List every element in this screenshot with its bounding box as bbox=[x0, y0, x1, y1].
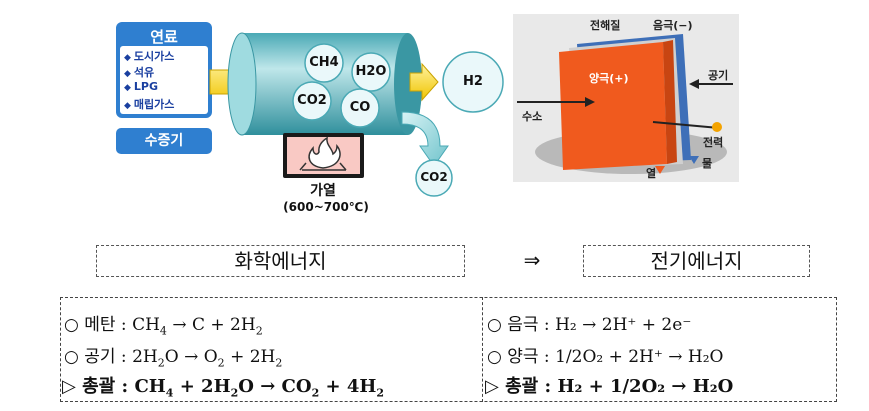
co2-circle bbox=[415, 159, 453, 197]
fuel-item: ◆도시가스 bbox=[124, 50, 175, 63]
molecule-circle bbox=[292, 81, 332, 121]
conversion-arrow-icon: ⇒ bbox=[523, 248, 541, 272]
heat-label: 가열 bbox=[310, 183, 336, 199]
power-bulb-icon bbox=[712, 122, 722, 132]
heat-marker-icon bbox=[655, 166, 665, 174]
temperature-label: (600~700℃) bbox=[283, 200, 369, 214]
overall-cell-equation: ▷ 총괄 : H₂ + 1/2O₂ → H₂O bbox=[485, 376, 734, 397]
diamond-bullet-icon: ◆ bbox=[124, 53, 131, 63]
equation-divider bbox=[482, 297, 483, 402]
fuel-title: 연료 bbox=[150, 28, 178, 46]
molecule-circle bbox=[351, 52, 391, 92]
h2-circle bbox=[442, 51, 504, 113]
molecule-circle bbox=[304, 43, 344, 83]
fuel-item: ◆매립가스 bbox=[124, 98, 175, 111]
chemical-energy-box: 화학에너지 bbox=[96, 245, 465, 277]
fuel-item: ◆석유 bbox=[124, 66, 155, 79]
steam-label: 수증기 bbox=[116, 128, 212, 154]
fuel-cell-diagram bbox=[517, 34, 733, 174]
air-label: 공기 bbox=[708, 69, 729, 82]
co2-label: CO2 bbox=[420, 170, 448, 184]
fuel-list: ◆도시가스 ◆석유 ◆LPG ◆매립가스 bbox=[120, 46, 208, 114]
air-arrow-icon bbox=[689, 79, 699, 89]
water-marker-icon bbox=[689, 156, 699, 164]
power-label: 전력 bbox=[703, 136, 724, 149]
heat-output-label: 열 bbox=[646, 167, 657, 180]
water-output-label: 물 bbox=[702, 157, 713, 170]
methane-equation: ○ 메탄 : CH4 → C + 2H2 bbox=[64, 315, 263, 338]
h2-label: H2 bbox=[463, 74, 483, 89]
diamond-bullet-icon: ◆ bbox=[124, 101, 131, 111]
curved-arrow-icon bbox=[401, 111, 449, 167]
hydrogen-label: 수소 bbox=[522, 110, 543, 123]
anode-plate bbox=[559, 42, 667, 170]
overall-reforming-equation: ▷ 총괄 : CH4 + 2H2O → CO2 + 4H2 bbox=[62, 376, 385, 400]
anode-equation: ○ 양극 : 1/2O₂ + 2H⁺ → H₂O bbox=[487, 347, 724, 367]
cathode-label: 음극(−) bbox=[653, 19, 693, 32]
cathode-equation: ○ 음극 : H₂ → 2H⁺ + 2e⁻ bbox=[487, 315, 692, 335]
reformer-diagram bbox=[209, 32, 504, 197]
molecule-circle bbox=[340, 88, 380, 128]
air-equation: ○ 공기 : 2H2O → O2 + 2H2 bbox=[64, 347, 283, 370]
hydrogen-arrow-icon bbox=[585, 97, 595, 107]
equation-table bbox=[60, 297, 837, 402]
molecule-label: CO bbox=[349, 100, 371, 115]
diamond-bullet-icon: ◆ bbox=[124, 83, 131, 93]
output-arrow-icon bbox=[409, 62, 439, 102]
molecule-label: CO2 bbox=[297, 93, 327, 108]
electrolyte-label: 전해질 bbox=[590, 19, 621, 32]
flame-icon bbox=[299, 136, 347, 171]
fuel-item: ◆LPG bbox=[124, 80, 159, 93]
molecule-label: H2O bbox=[355, 64, 387, 79]
molecule-label: CH4 bbox=[309, 55, 339, 70]
diamond-bullet-icon: ◆ bbox=[124, 69, 131, 79]
electrical-energy-box: 전기에너지 bbox=[583, 245, 810, 277]
anode-label: 양극(+) bbox=[589, 72, 629, 85]
